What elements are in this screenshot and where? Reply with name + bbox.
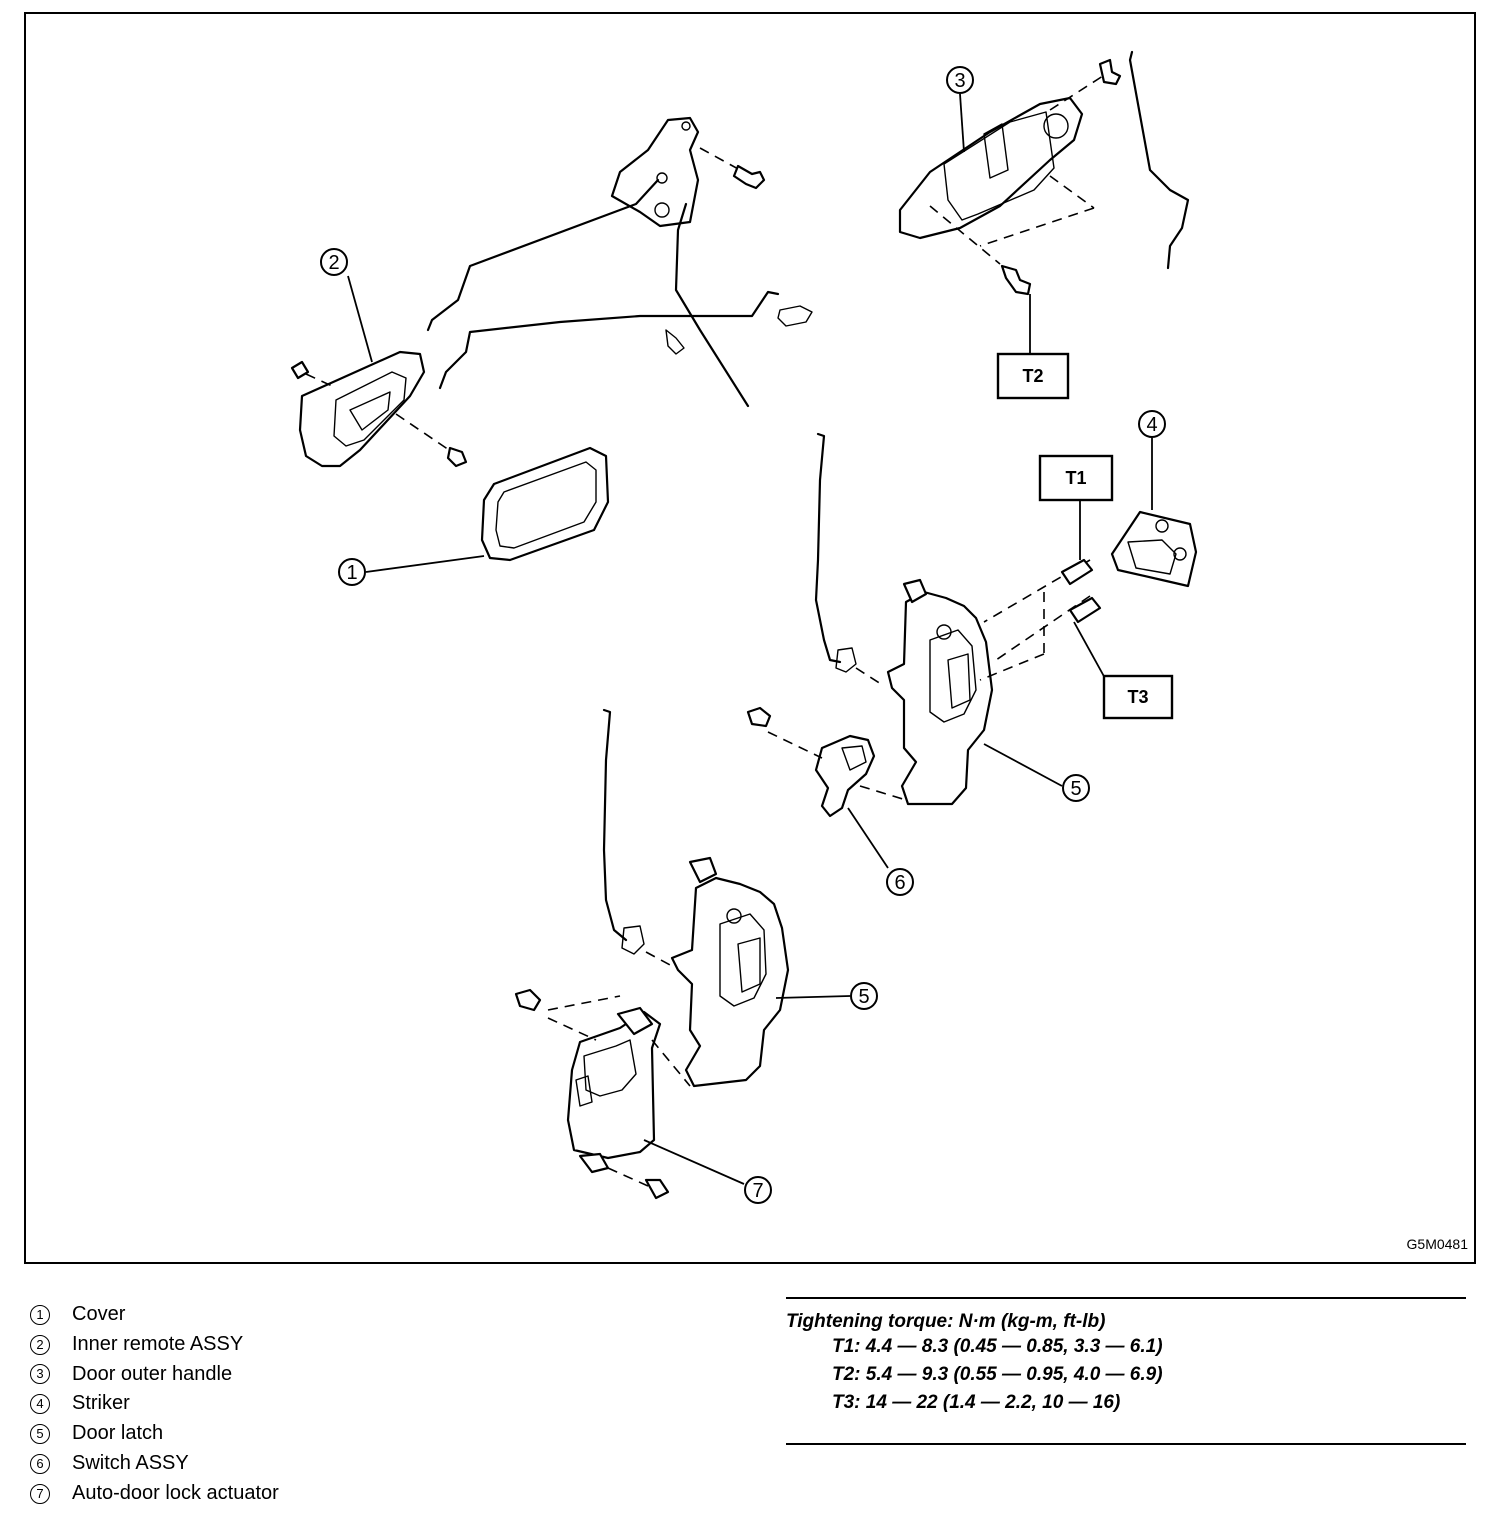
handle-rod (1128, 50, 1190, 270)
legend-label: Cover (72, 1303, 126, 1325)
callout-6: 6 (886, 868, 914, 896)
svg-text:1: 1 (346, 562, 357, 584)
handle-bolt (1000, 264, 1032, 354)
svg-text:4: 4 (1146, 414, 1157, 436)
inner-remote-assy (298, 350, 426, 468)
svg-text:T3: T3 (1127, 687, 1148, 707)
switch-assy (746, 706, 907, 818)
torque-box-t2: T2 (996, 352, 1070, 400)
legend-item: 3 Door outer handle (30, 1360, 279, 1390)
remote-rods (426, 178, 813, 408)
legend-item: 5 Door latch (30, 1419, 279, 1449)
torque-bottom-rule (786, 1443, 1466, 1445)
torque-specification: Tightening torque: N·m (kg-m, ft-lb) T1:… (786, 1297, 1466, 1445)
callout-5-upper: 5 (1062, 774, 1090, 802)
parts-legend: 1 Cover 2 Inner remote ASSY 3 Door outer hand… (30, 1300, 279, 1509)
legend-item: 1 Cover (30, 1300, 279, 1330)
callout-7: 7 (744, 1176, 772, 1204)
legend-number: 5 (30, 1424, 50, 1445)
callout-1: 1 (338, 558, 366, 586)
svg-text:5: 5 (858, 986, 869, 1008)
door-latch-upper (886, 578, 994, 806)
torque-box-t3: T3 (1102, 674, 1174, 720)
torque-row-t3: T3: 14 — 22 (1.4 — 2.2, 10 — 16) (832, 1392, 1121, 1413)
door-outer-handle (898, 73, 1107, 265)
svg-text:5: 5 (1070, 778, 1081, 800)
svg-text:2: 2 (328, 252, 339, 274)
cover (480, 446, 610, 562)
legend-number: 1 (30, 1304, 50, 1325)
legend-number: 2 (30, 1334, 50, 1355)
bracket-bolt (699, 147, 766, 190)
leader-lines (347, 93, 1153, 1185)
callout-2: 2 (320, 248, 348, 276)
legend-item: 2 Inner remote ASSY (30, 1330, 279, 1360)
diagram-frame (24, 12, 1476, 1264)
torque-box-t1: T1 (1038, 454, 1114, 502)
svg-text:3: 3 (954, 70, 965, 92)
legend-label: Door latch (72, 1422, 164, 1445)
latch-rod-upper (814, 432, 885, 687)
torque-top-rule (786, 1297, 1466, 1299)
svg-text:6: 6 (894, 872, 905, 894)
legend-item: 4 Striker (30, 1389, 279, 1419)
legend-number: 7 (30, 1483, 50, 1504)
legend-number: 4 (30, 1394, 50, 1415)
callout-3: 3 (946, 66, 974, 94)
torque-row-t2: T2: 5.4 — 9.3 (0.55 — 0.95, 4.0 — 6.9) (832, 1364, 1163, 1385)
svg-text:T1: T1 (1065, 468, 1086, 488)
legend-label: Striker (72, 1392, 130, 1415)
remote-clip (290, 360, 333, 387)
remote-screw (395, 413, 468, 468)
svg-text:T2: T2 (1022, 366, 1043, 386)
legend-label: Door outer handle (72, 1362, 233, 1385)
latch-rod-lower (602, 708, 673, 967)
callout-4: 4 (1138, 410, 1166, 438)
torque-title: Tightening torque: N·m (kg-m, ft-lb) (786, 1311, 1106, 1332)
torque-row-t1: T1: 4.4 — 8.3 (0.45 — 0.85, 3.3 — 6.1) (832, 1336, 1163, 1357)
legend-label: Inner remote ASSY (72, 1332, 244, 1355)
legend-number: 6 (30, 1453, 50, 1474)
legend-label: Auto-door lock actuator (72, 1481, 279, 1504)
legend-item: 6 Switch ASSY (30, 1449, 279, 1479)
legend-item: 7 Auto-door lock actuator (30, 1479, 279, 1509)
legend-label: Switch ASSY (72, 1451, 189, 1474)
figure-code: G5M0481 (1406, 1236, 1468, 1252)
handle-clip (1098, 58, 1122, 86)
inner-remote-bracket (610, 116, 700, 228)
legend-number: 3 (30, 1364, 50, 1385)
svg-text:7: 7 (752, 1180, 763, 1202)
door-latch-lower (670, 856, 790, 1088)
auto-door-lock-actuator (514, 988, 691, 1200)
striker (979, 510, 1198, 681)
callout-5-lower: 5 (850, 982, 878, 1010)
striker-bolts (1060, 500, 1107, 681)
